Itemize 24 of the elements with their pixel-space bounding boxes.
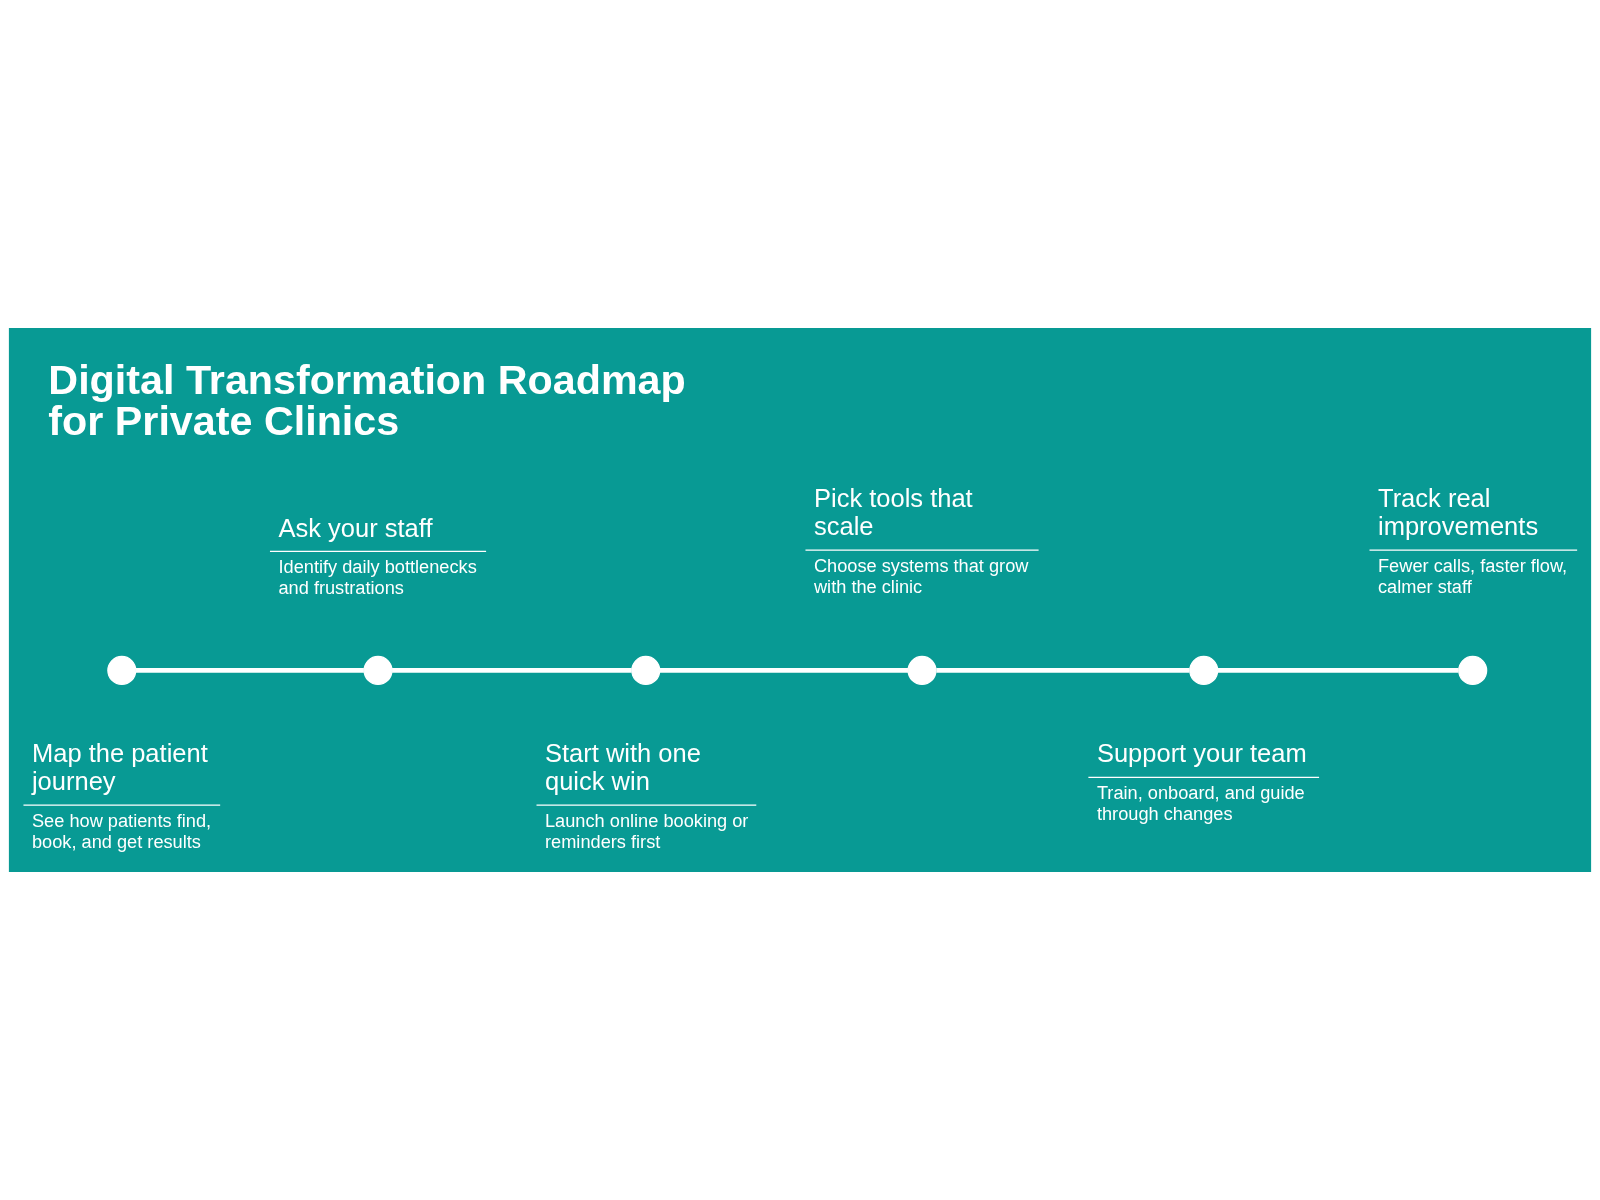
node-label: Ask your staff (278, 513, 433, 542)
node-label: Support your team (1096, 739, 1307, 768)
diagram-title: Digital Transformation Roadmap for Private Clinics (48, 356, 686, 445)
node-label: Map the patient journey (31, 739, 208, 796)
node-label: Train, onboard, and guide through changes (1096, 783, 1305, 824)
node-label: Launch online booking or reminders first (545, 811, 749, 852)
node-circle (907, 655, 937, 685)
node-circle (1458, 655, 1488, 685)
connector (659, 668, 908, 673)
node-label: Track real improvements (1378, 484, 1539, 541)
connector (936, 668, 1190, 673)
node-circle (107, 655, 137, 685)
connector (135, 668, 364, 673)
node-label: Start with one quick win (545, 739, 701, 796)
node-label: Fewer calls, faster flow, calmer staff (1378, 556, 1568, 597)
node-label: Identify daily bottlenecks and frustrations (278, 557, 477, 598)
connector (1217, 668, 1459, 673)
node-label: Pick tools that scale (813, 484, 973, 541)
node-label: Choose systems that grow with the clinic (813, 556, 1029, 597)
node-label: See how patients find, book, and get results (31, 811, 212, 852)
connector (392, 668, 632, 673)
node-circle (1189, 655, 1219, 685)
node-circle (363, 655, 393, 685)
node-circle (631, 655, 661, 685)
